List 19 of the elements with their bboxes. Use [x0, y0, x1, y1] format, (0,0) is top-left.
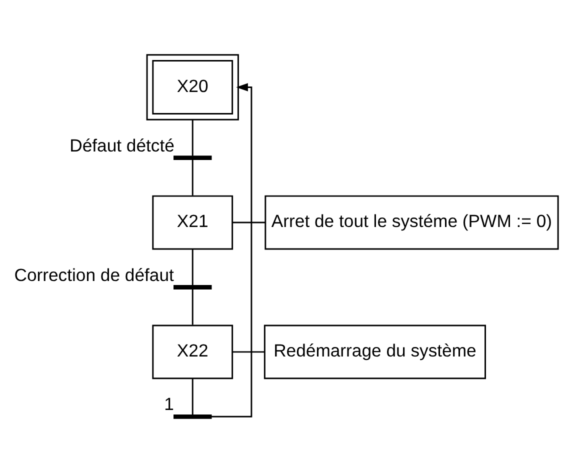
node-label: Défaut détcté [70, 135, 174, 156]
node-bar [174, 285, 212, 290]
connector [192, 159, 194, 196]
connector [192, 120, 194, 156]
node-box: X20 [146, 54, 239, 120]
node-bar [174, 156, 212, 160]
node-label: Correction de défaut [14, 264, 174, 285]
node-box: Arret de tout le systéme (PWM := 0) [264, 195, 559, 250]
connector [232, 222, 266, 224]
node-label: 1 [164, 394, 174, 414]
arrow [211, 83, 252, 418]
connector [192, 249, 194, 286]
connector [192, 378, 194, 415]
node-bar [174, 414, 212, 419]
node-box: Redémarrage du système [264, 324, 486, 380]
node-box: X21 [152, 195, 234, 250]
connector [232, 351, 264, 353]
connector [192, 288, 194, 325]
node-box: X22 [152, 324, 234, 380]
